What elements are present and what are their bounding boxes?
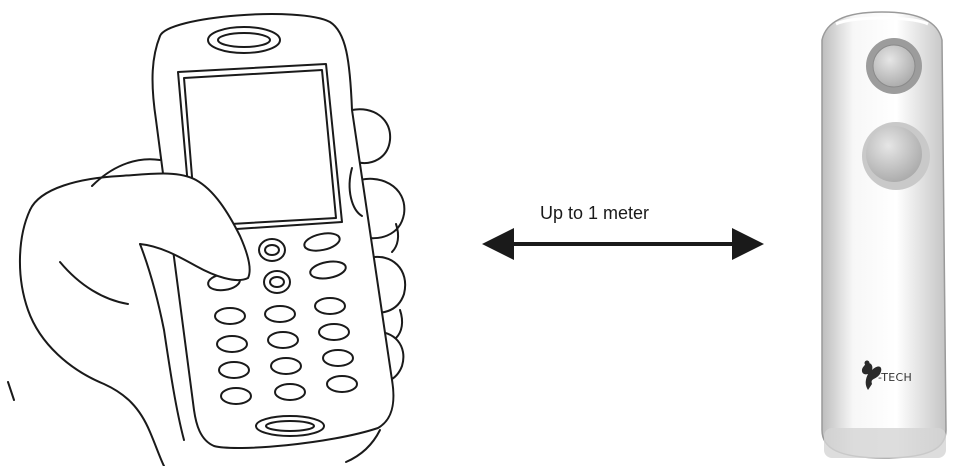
hand-holding-phone-illustration bbox=[8, 14, 405, 466]
double-headed-arrow bbox=[482, 228, 764, 260]
remote-device-illustration bbox=[822, 12, 946, 458]
hand-palm-crease bbox=[60, 262, 128, 304]
arrow-head-right bbox=[732, 228, 764, 260]
device-brand-text: -TECH bbox=[878, 371, 912, 384]
device-bottom-band bbox=[824, 428, 946, 458]
distance-label: Up to 1 meter bbox=[540, 203, 649, 224]
arrow-head-left bbox=[482, 228, 514, 260]
